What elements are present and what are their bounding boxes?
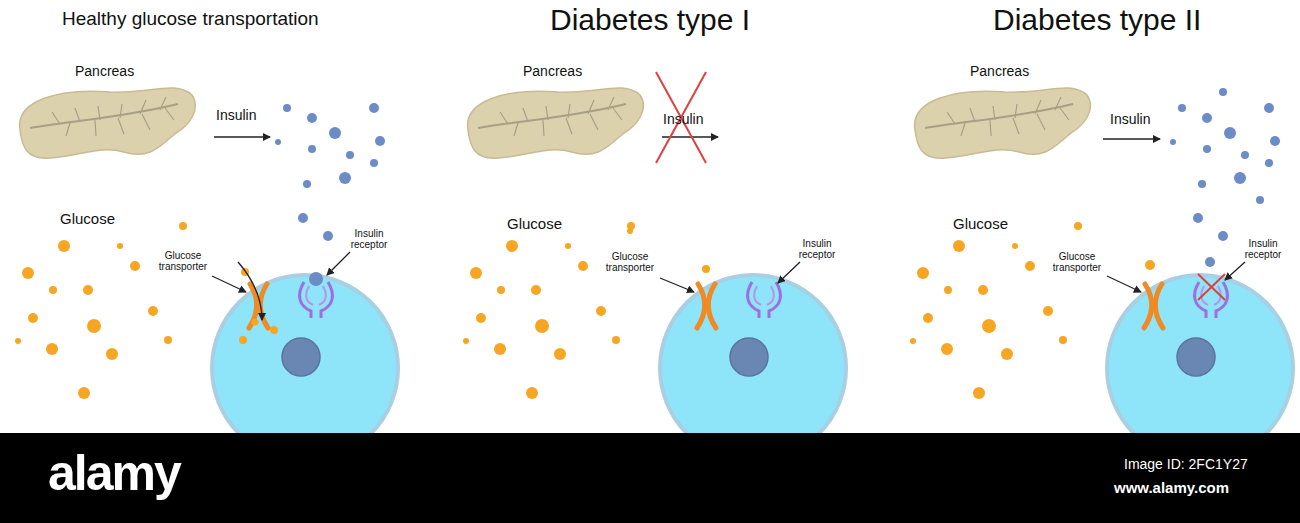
type2-panel: [910, 88, 1293, 461]
watermark-bar: [0, 433, 1300, 523]
type1-panel: [463, 72, 846, 461]
molecule-label: Glucose: [60, 211, 115, 228]
organ-label: Pancreas: [970, 64, 1029, 79]
callout-label: Glucose transporter: [1044, 251, 1110, 273]
panel-title: Diabetes type II: [993, 3, 1201, 36]
watermark-logo: alamy: [48, 446, 180, 501]
hormone-label: Insulin: [216, 108, 256, 123]
callout-label: Glucose transporter: [150, 250, 216, 272]
panel-title: Healthy glucose transportation: [62, 9, 319, 30]
callout-label: Insulin receptor: [346, 228, 392, 250]
panel-title: Diabetes type I: [550, 3, 750, 36]
callout-label: Insulin receptor: [794, 238, 840, 260]
organ-label: Pancreas: [75, 64, 134, 79]
watermark-url: www.alamy.com: [1114, 480, 1229, 497]
molecule-label: Glucose: [507, 216, 562, 233]
healthy-panel: [15, 88, 398, 461]
callout-label: Insulin receptor: [1240, 238, 1286, 260]
image-id: Image ID: 2FC1Y27: [1124, 457, 1248, 472]
hormone-label: Insulin: [663, 112, 703, 127]
callout-label: Glucose transporter: [597, 251, 663, 273]
hormone-label: Insulin: [1110, 112, 1150, 127]
molecule-label: Glucose: [953, 216, 1008, 233]
organ-label: Pancreas: [523, 64, 582, 79]
